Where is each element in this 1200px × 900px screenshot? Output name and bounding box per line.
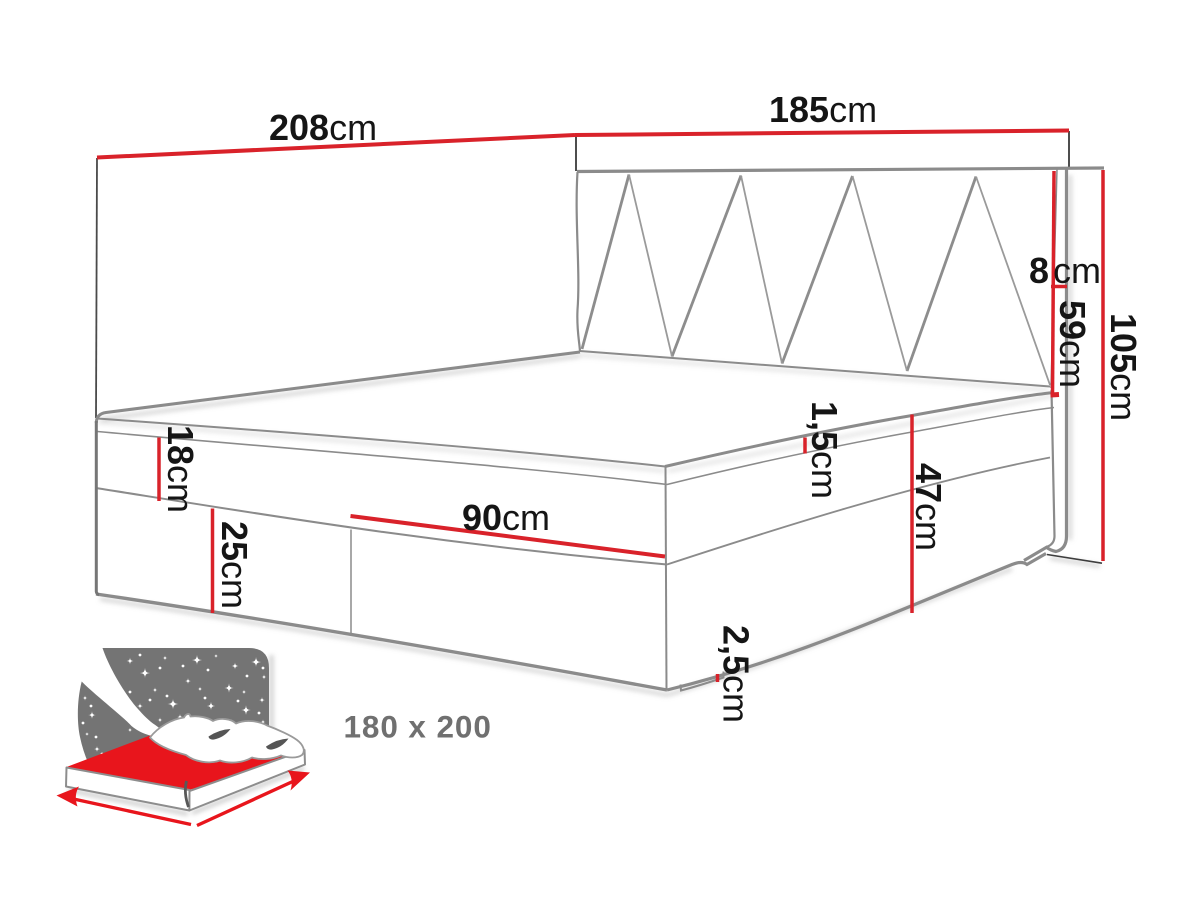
svg-text:59cm: 59cm <box>1052 300 1093 388</box>
svg-text:25cm: 25cm <box>214 521 255 609</box>
svg-text:2,5cm: 2,5cm <box>716 625 757 723</box>
svg-text:180 x 200: 180 x 200 <box>344 709 492 745</box>
svg-text:18cm: 18cm <box>160 425 201 513</box>
svg-text:185cm: 185cm <box>769 89 877 130</box>
svg-text:105cm: 105cm <box>1103 313 1144 421</box>
svg-text:90cm: 90cm <box>462 497 550 538</box>
svg-text:8: 8 <box>1029 250 1049 291</box>
svg-text:208cm: 208cm <box>269 107 377 148</box>
svg-text:1,5cm: 1,5cm <box>804 401 845 499</box>
svg-text:47cm: 47cm <box>908 463 949 551</box>
svg-text:cm: cm <box>1053 250 1101 291</box>
